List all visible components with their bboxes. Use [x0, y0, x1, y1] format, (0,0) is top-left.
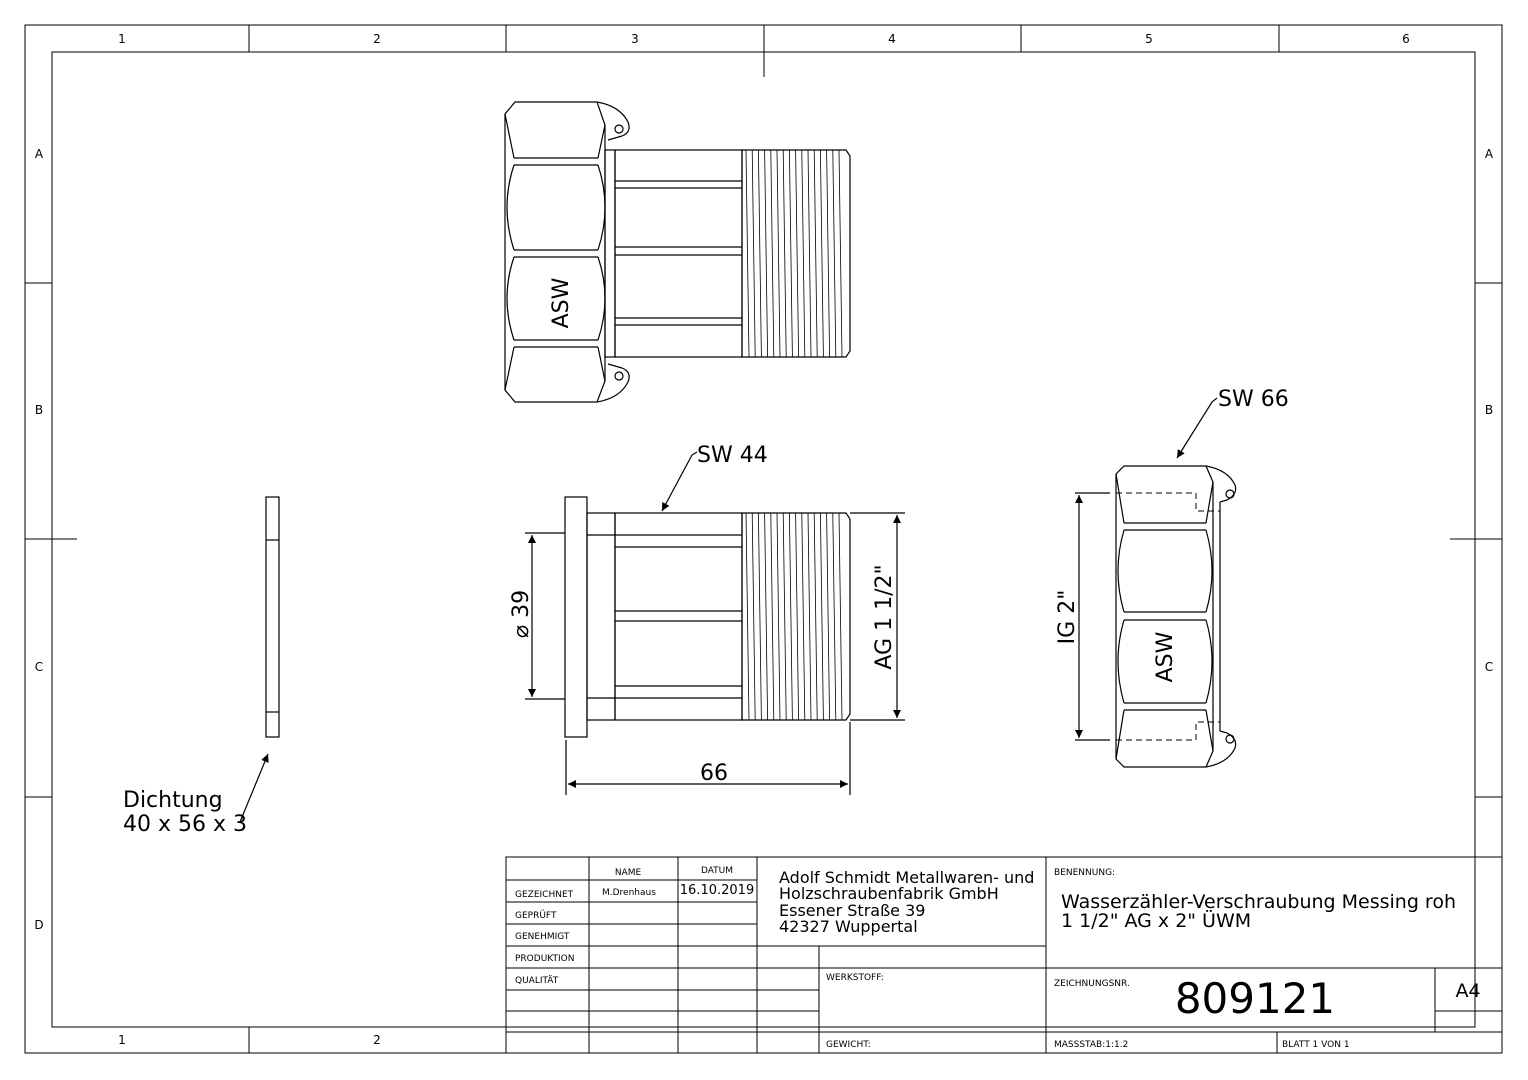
thread-line	[838, 512, 843, 721]
thread-line	[813, 512, 818, 721]
thread-line	[764, 149, 768, 358]
gasket-size-label: 40 x 56 x 3	[123, 812, 247, 837]
length-66-label: 66	[700, 761, 728, 786]
thread-line	[751, 149, 756, 358]
sw-66-label: SW 66	[1218, 387, 1289, 412]
row-label: C	[1485, 660, 1493, 674]
column-label: 4	[888, 32, 896, 46]
ag-thread-label: AG 1 1/2"	[872, 564, 897, 669]
thread-line	[807, 149, 812, 358]
benennung-label: BENENNUNG:	[1054, 868, 1115, 878]
thread-line	[813, 149, 818, 358]
gasket-label: Dichtung	[123, 788, 223, 813]
sw-44-label: SW 44	[697, 443, 768, 468]
company-line: Essener Straße 39	[779, 901, 925, 920]
thread-line	[832, 149, 837, 358]
werkstoff-label: WERKSTOFF:	[826, 973, 884, 983]
row-label: A	[1485, 147, 1494, 161]
title-block: NAME DATUM GEZEICHNET GEPRÜFT GENEHMIGT …	[505, 856, 1503, 1054]
thread-line	[820, 149, 824, 358]
thread-line	[832, 512, 837, 721]
company-line: Adolf Schmidt Metallwaren- und	[779, 868, 1034, 887]
thread-line	[795, 512, 799, 721]
name-header: NAME	[615, 868, 642, 878]
column-label: 1	[118, 1033, 126, 1047]
sheet-label: BLATT 1 VON 1	[1282, 1040, 1350, 1050]
scale-label: MASSSTAB:1:1.2	[1054, 1040, 1128, 1050]
drawn-by: M.Drenhaus	[602, 888, 656, 898]
part-title: Wasserzähler-Verschraubung Messing roh	[1061, 891, 1456, 913]
drawing-number: 809121	[1175, 974, 1335, 1023]
column-label: 2	[373, 1033, 381, 1047]
thread-line	[770, 149, 775, 358]
thread-line	[795, 149, 799, 358]
row-label-geprueft: GEPRÜFT	[515, 910, 557, 921]
company-line: 42327 Wuppertal	[779, 917, 918, 936]
asw-marking: ASW	[1153, 631, 1178, 682]
company-line: Holzschraubenfabrik GmbH	[779, 884, 999, 903]
ig-thread-label: IG 2"	[1055, 590, 1080, 645]
thread-line	[770, 512, 775, 721]
thread-line	[776, 512, 781, 721]
row-label: B	[35, 403, 43, 417]
thread-line	[789, 512, 793, 721]
row-label-genehmigt: GENEHMIGT	[515, 932, 570, 942]
thread-line	[807, 512, 812, 721]
thread-line	[776, 149, 781, 358]
top-view: ASW	[504, 101, 851, 403]
row-label: C	[35, 660, 43, 674]
row-label: A	[35, 147, 44, 161]
thread-line	[782, 149, 787, 358]
thread-line	[751, 512, 756, 721]
thread-line	[838, 149, 843, 358]
thread-line	[764, 512, 768, 721]
asw-marking: ASW	[549, 277, 574, 328]
thread-line	[826, 512, 830, 721]
thread-line	[758, 512, 762, 721]
format-label: A4	[1455, 980, 1480, 1002]
thread-line	[820, 512, 824, 721]
column-label: 1	[118, 32, 126, 46]
part-subtitle: 1 1/2" AG x 2" ÜWM	[1061, 909, 1251, 932]
thread-line	[782, 512, 787, 721]
thread-line	[801, 512, 806, 721]
nut-view: SW 66 IG 2" ASW	[1055, 387, 1289, 768]
thread-line	[801, 149, 806, 358]
drawn-date: 16.10.2019	[680, 883, 754, 898]
zeichnungsnr-label: ZEICHNUNGSNR.	[1054, 979, 1130, 989]
row-label: D	[34, 918, 43, 932]
column-label: 5	[1145, 32, 1153, 46]
date-header: DATUM	[701, 866, 733, 876]
thread-line	[745, 149, 750, 358]
column-label: 3	[631, 32, 639, 46]
thread-line	[826, 149, 830, 358]
row-label-gezeichnet: GEZEICHNET	[515, 890, 574, 900]
gasket-view: Dichtung 40 x 56 x 3	[123, 496, 280, 837]
side-view: SW 44 ⌀ 39 AG 1 1/2" 66	[509, 443, 905, 795]
gewicht-label: GEWICHT:	[826, 1040, 871, 1050]
row-label: B	[1485, 403, 1493, 417]
column-label: 2	[373, 32, 381, 46]
row-label-qualitaet: QUALITÄT	[515, 975, 559, 986]
thread-line	[789, 149, 793, 358]
diameter-39-label: ⌀ 39	[509, 590, 534, 638]
thread-line	[758, 149, 762, 358]
thread-line	[745, 512, 750, 721]
row-label-produktion: PRODUKTION	[515, 954, 574, 964]
column-label: 6	[1402, 32, 1410, 46]
